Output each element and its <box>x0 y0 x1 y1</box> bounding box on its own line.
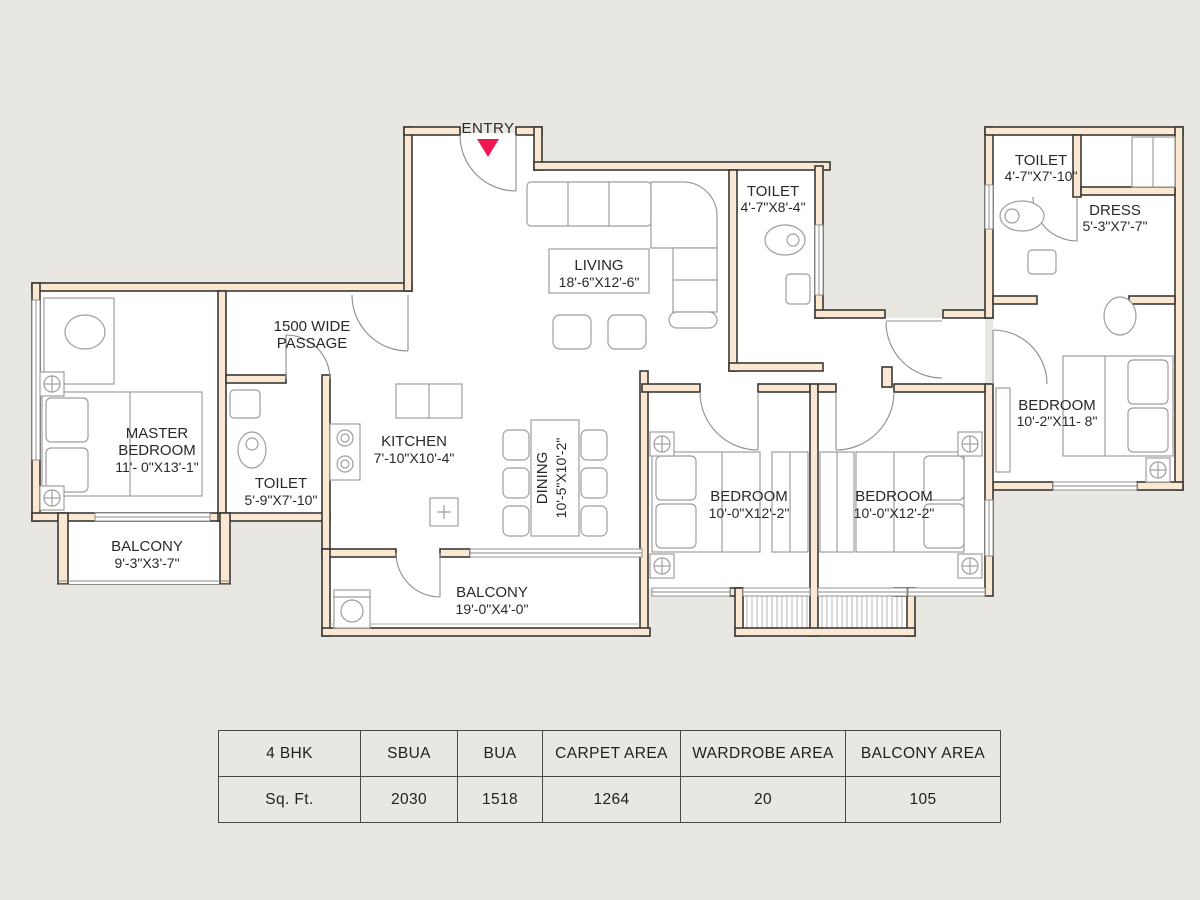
ac-symbol <box>649 553 675 579</box>
area-table-header-row: 4 BHK SBUA BUA CARPET AREA WARDROBE AREA… <box>218 730 1001 777</box>
label-bedroom-right-dims: 10'-2"X11- 8" <box>1017 413 1098 429</box>
ac-symbol <box>39 485 65 511</box>
label-balcony-left-dims: 9'-3"X3'-7" <box>114 555 179 571</box>
bedroom2-door-arc <box>835 391 895 451</box>
label-toilet-tr-dims: 4'-7"X7'-10" <box>1005 168 1078 184</box>
header-carpet-area: CARPET AREA <box>542 730 681 777</box>
header-sbua: SBUA <box>360 730 458 777</box>
corridor-floor <box>648 318 985 392</box>
ac-symbol <box>39 371 65 397</box>
label-toilet-master-dims: 5'-9"X7'-10" <box>245 492 318 508</box>
kitchen-balcony-door-arc <box>395 552 441 598</box>
header-balcony-area: BALCONY AREA <box>845 730 1001 777</box>
header-wardrobe-area: WARDROBE AREA <box>680 730 846 777</box>
balcony-bottom-floor <box>330 557 642 628</box>
label-living-dims: 18'-6"X12'-6" <box>559 274 640 290</box>
entry-door-arc <box>459 134 517 192</box>
label-dining-name: DINING <box>534 452 551 505</box>
label-master-line1: MASTER <box>126 425 189 442</box>
label-dining-dims: 10'-5"X10'-2" <box>553 438 569 519</box>
deck-hatch <box>742 593 908 629</box>
wardrobe <box>995 387 1011 473</box>
dining-table-set <box>502 419 608 537</box>
value-balcony-area: 105 <box>845 776 1001 823</box>
label-dress-dims: 5'-3"X7'-7" <box>1082 218 1147 234</box>
value-unit: Sq. Ft. <box>218 776 361 823</box>
bed <box>855 451 965 553</box>
label-master-line2: BEDROOM <box>118 442 196 459</box>
balcony-left-floor <box>58 521 230 584</box>
living-label-box <box>548 248 650 294</box>
chair <box>1103 296 1137 336</box>
wc <box>764 224 806 256</box>
header-bua: BUA <box>457 730 543 777</box>
basin <box>1027 249 1057 275</box>
entry-marker: ENTRY <box>461 120 514 157</box>
label-kitchen-dims: 7'-10"X10'-4" <box>374 450 455 466</box>
ac-symbol <box>1145 457 1171 483</box>
label-toilet-living-name: TOILET <box>747 183 799 200</box>
master-door-arc <box>351 294 409 352</box>
label-master-dims: 11'- 0"X13'-1" <box>115 459 199 475</box>
bedroom-right-door-arc <box>992 329 1048 385</box>
basin <box>229 389 261 419</box>
bedroom1-door-arc <box>699 391 759 451</box>
entry-label: ENTRY <box>461 120 514 137</box>
windows-layer <box>31 184 1138 625</box>
label-kitchen-name: KITCHEN <box>381 433 447 450</box>
kitchen-counter <box>329 383 463 527</box>
area-table-value-row: Sq. Ft. 2030 1518 1264 20 105 <box>218 776 1001 823</box>
master-bed <box>41 391 203 497</box>
label-toilet-master-name: TOILET <box>255 475 307 492</box>
value-bua: 1518 <box>457 776 543 823</box>
label-dress-name: DRESS <box>1089 202 1141 219</box>
pouffe <box>552 314 592 350</box>
doors-layer <box>285 134 1078 598</box>
bed <box>1062 355 1174 457</box>
labels-layer: LIVING 18'-6"X12'-6" TOILET 4'-7"X8'-4" … <box>111 152 1147 617</box>
label-balcony-left-name: BALCONY <box>111 538 183 555</box>
value-sbua: 2030 <box>360 776 458 823</box>
floor-plan-svg: ENTRY LIVING 18'-6"X12'-6" TOILET 4'-7"X… <box>31 120 1184 637</box>
pouffe <box>607 314 647 350</box>
ac-symbol <box>649 431 675 457</box>
master-chair <box>64 314 106 350</box>
label-living-name: LIVING <box>574 257 623 274</box>
ac-symbol <box>957 553 983 579</box>
label-passage-line2: PASSAGE <box>277 335 348 352</box>
furniture-layer <box>39 136 1176 629</box>
value-wardrobe-area: 20 <box>680 776 846 823</box>
label-bedroom1-name: BEDROOM <box>710 488 788 505</box>
label-toilet-tr-name: TOILET <box>1015 152 1067 169</box>
ac-symbol <box>957 431 983 457</box>
washing-machine <box>333 589 371 629</box>
entry-arrow-icon <box>477 139 499 157</box>
label-balcony-bottom-dims: 19'-0"X4'-0" <box>456 601 529 617</box>
basin <box>785 273 811 305</box>
bed <box>651 451 761 553</box>
label-bedroom2-dims: 10'-0"X12'-2" <box>854 505 935 521</box>
label-bedroom2-name: BEDROOM <box>855 488 933 505</box>
label-balcony-bottom-name: BALCONY <box>456 584 528 601</box>
area-table: 4 BHK SBUA BUA CARPET AREA WARDROBE AREA… <box>218 730 1001 823</box>
label-bedroom-right-name: BEDROOM <box>1018 397 1096 414</box>
label-bedroom1-dims: 10'-0"X12'-2" <box>709 505 790 521</box>
value-carpet-area: 1264 <box>542 776 681 823</box>
header-4bhk: 4 BHK <box>218 730 361 777</box>
void-door-arc <box>885 321 943 379</box>
master-toilet-door-arc <box>285 334 331 380</box>
label-toilet-living-dims: 4'-7"X8'-4" <box>740 199 805 215</box>
label-passage-line1: 1500 WIDE <box>274 318 351 335</box>
sofa <box>526 181 718 329</box>
